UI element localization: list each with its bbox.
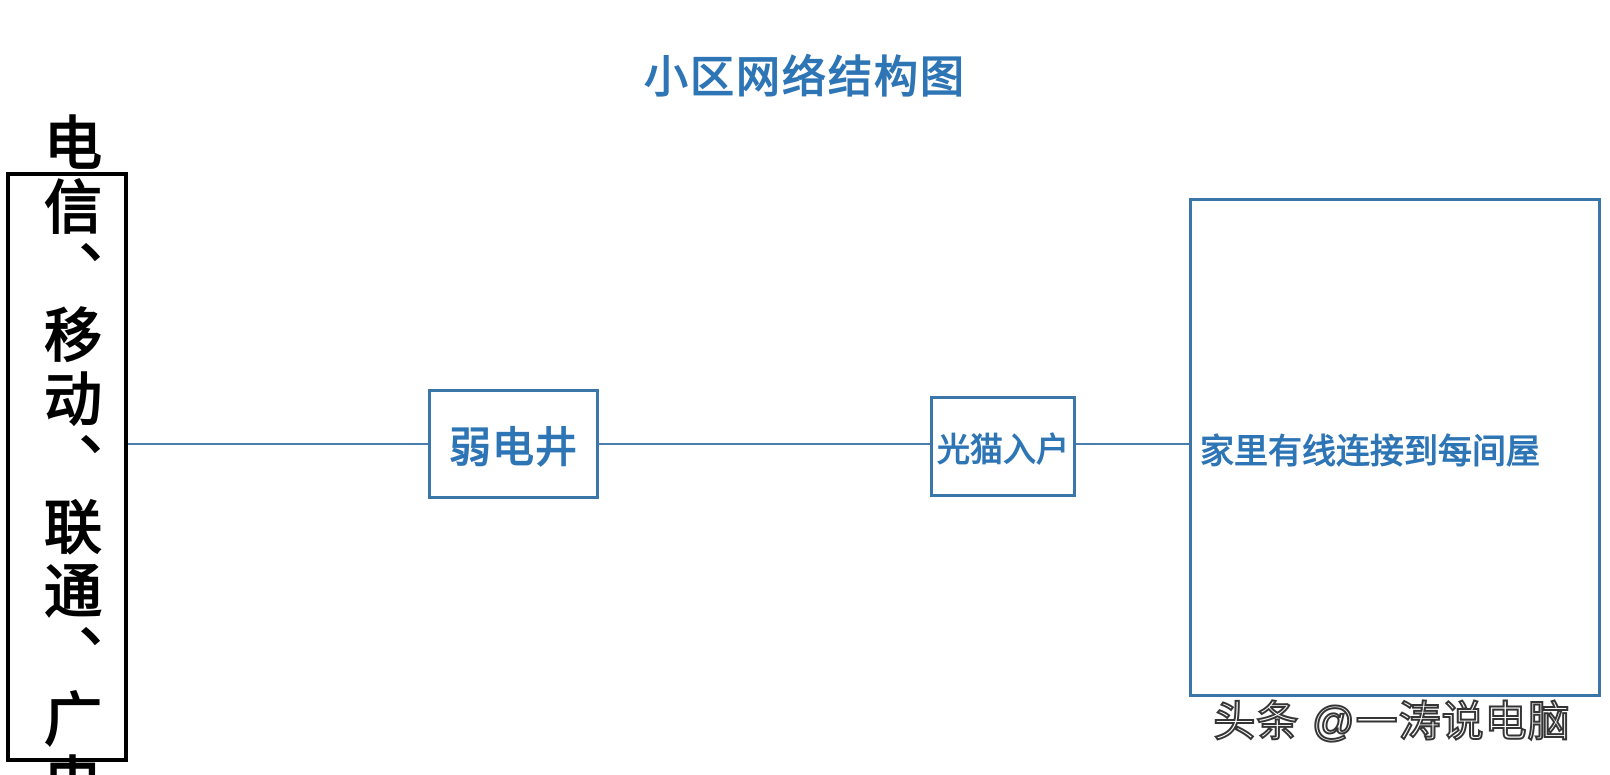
node-weak-current-shaft-label: 弱电井 (448, 423, 578, 471)
connector-providers-to-shaft (128, 443, 429, 445)
node-home-wiring-label: 家里有线连接到每间屋 (1200, 433, 1540, 471)
node-providers[interactable]: 电信、移动、联通、广电 (6, 113, 128, 775)
node-optical-modem-entry[interactable]: 光猫入户 (930, 396, 1076, 497)
node-optical-modem-entry-label: 光猫入户 (937, 430, 1069, 468)
watermark: 头条 @一涛说电脑 (1212, 697, 1571, 746)
node-providers-label: 电信、移动、联通、广电 (35, 113, 100, 775)
connector-onu-to-home (1076, 443, 1190, 445)
page-title: 小区网络结构图 (644, 53, 966, 102)
node-weak-current-shaft[interactable]: 弱电井 (428, 389, 599, 499)
node-home-wiring[interactable]: 家里有线连接到每间屋 (1189, 198, 1601, 697)
connector-shaft-to-onu (598, 443, 931, 445)
